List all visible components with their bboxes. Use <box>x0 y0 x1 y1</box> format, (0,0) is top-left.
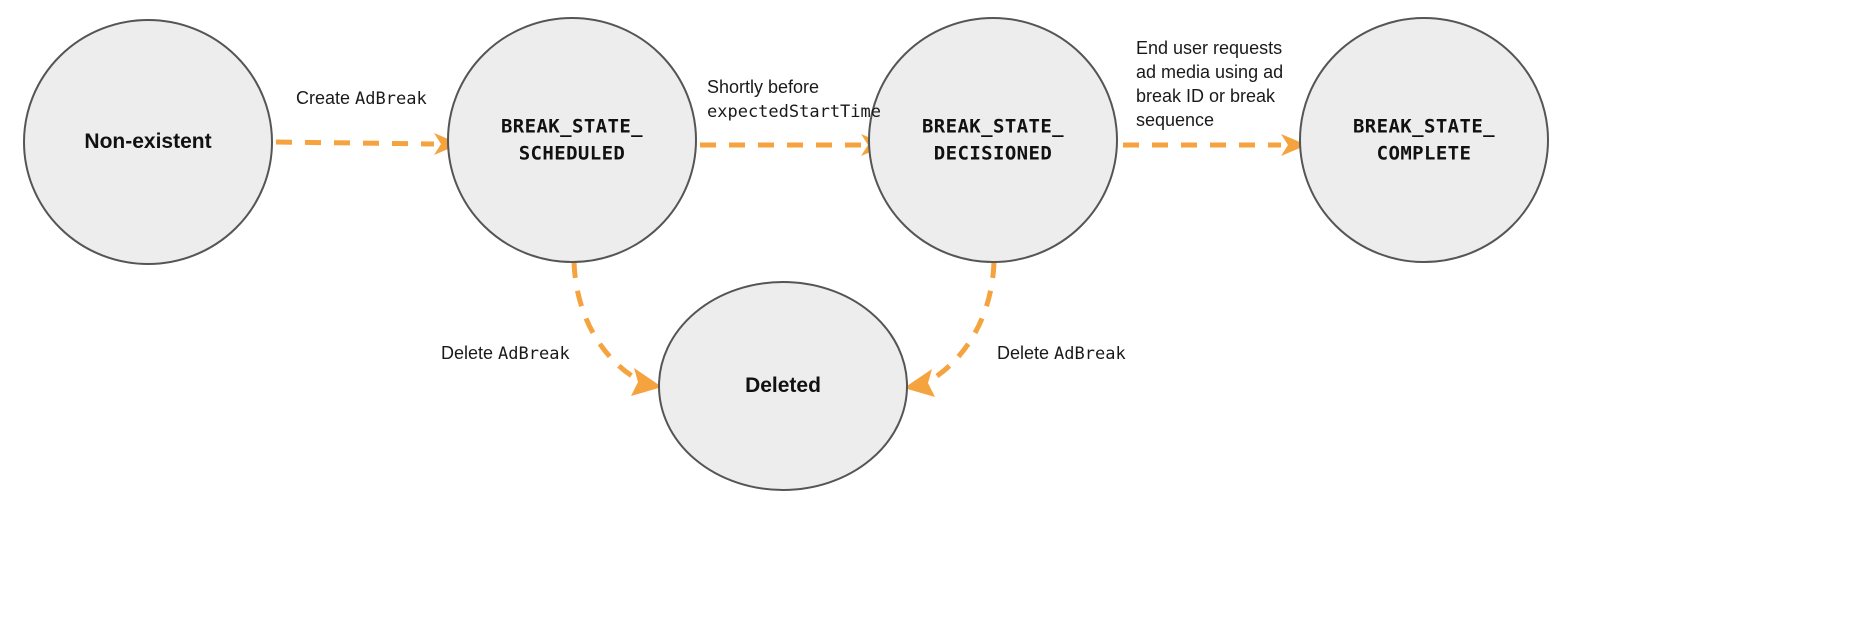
node-ellipse <box>1299 17 1549 263</box>
arrowhead-icon <box>631 368 662 396</box>
edge-line-delete-adbreak-from-decisioned <box>922 261 997 387</box>
arrowhead-icon <box>1281 134 1307 156</box>
edge-label-create-adbreak: Create AdBreak <box>296 88 427 109</box>
node-label-break-state-complete: BREAK_STATE_COMPLETE <box>1353 115 1495 164</box>
node-label-non-existent: Non-existent <box>84 130 211 153</box>
arrowhead-icon <box>904 369 935 397</box>
edge-label-delete-adbreak-from-scheduled: Delete AdBreak <box>441 343 570 364</box>
state-node-break-state-complete[interactable]: BREAK_STATE_COMPLETE <box>1299 17 1549 263</box>
edges-layer <box>275 133 1307 397</box>
node-ellipse <box>23 19 273 265</box>
edge-end-user-requests-ad-media <box>1123 134 1307 156</box>
edge-shortly-before-expected-start-time <box>700 134 887 156</box>
state-node-non-existent[interactable]: Non-existent <box>23 19 273 265</box>
node-label-break-state-decisioned: BREAK_STATE_DECISIONED <box>922 115 1064 164</box>
edge-line-delete-adbreak-from-scheduled <box>571 261 644 385</box>
edge-delete-adbreak-from-decisioned <box>904 261 997 397</box>
node-ellipse <box>447 17 697 263</box>
nodes-layer: Non-existent BREAK_STATE_SCHEDULED BREAK_S… <box>23 17 1549 491</box>
edge-label-delete-adbreak-from-decisioned: Delete AdBreak <box>997 343 1126 364</box>
node-label-deleted: Deleted <box>745 374 821 397</box>
edge-delete-adbreak-from-scheduled <box>571 261 662 396</box>
node-ellipse <box>658 281 908 491</box>
edge-line-create-adbreak <box>275 139 435 147</box>
node-ellipse <box>868 17 1118 263</box>
state-node-break-state-decisioned[interactable]: BREAK_STATE_DECISIONED <box>868 17 1118 263</box>
state-node-deleted[interactable]: Deleted <box>658 281 908 491</box>
edge-create-adbreak <box>275 133 460 155</box>
arrowhead-icon <box>434 133 460 155</box>
node-label-break-state-scheduled: BREAK_STATE_SCHEDULED <box>501 115 643 164</box>
state-node-break-state-scheduled[interactable]: BREAK_STATE_SCHEDULED <box>447 17 697 263</box>
